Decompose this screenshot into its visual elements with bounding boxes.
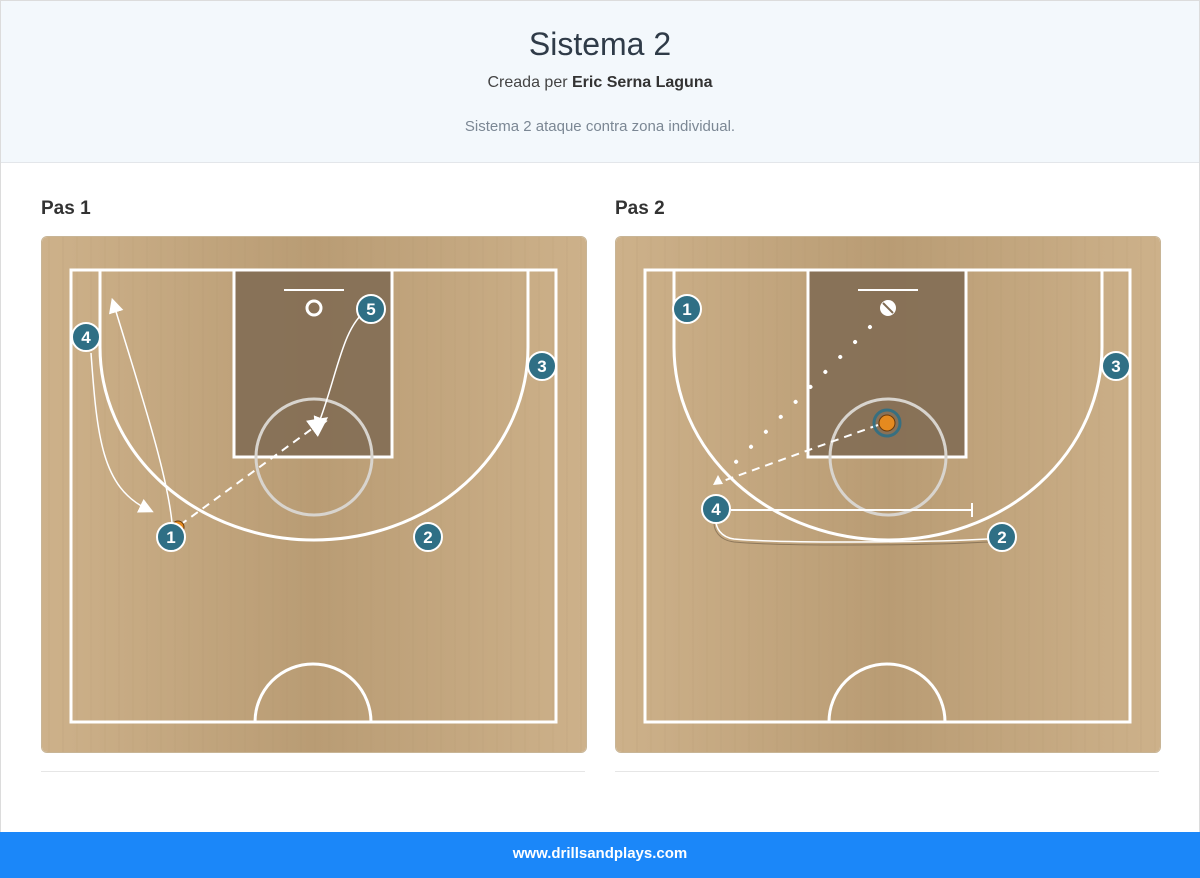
- player-3[interactable]: 3: [1101, 351, 1131, 381]
- player-3[interactable]: 3: [527, 351, 557, 381]
- creator-prefix: Creada per: [487, 74, 568, 91]
- divider: [615, 771, 1159, 772]
- page-header: Sistema 2 Creada per Eric Serna Laguna S…: [1, 1, 1199, 163]
- svg-text:2: 2: [997, 528, 1006, 547]
- player-4[interactable]: 4: [701, 494, 731, 524]
- shot-path: [724, 325, 872, 474]
- player-5[interactable]: 5: [356, 294, 386, 324]
- player-2[interactable]: 2: [413, 522, 443, 552]
- court-diagram: 1 2 3 4: [616, 237, 1160, 752]
- court-lines: [643, 268, 1132, 724]
- step-1-court[interactable]: 1 2 3 4 5: [41, 236, 587, 753]
- svg-text:4: 4: [711, 500, 721, 519]
- svg-text:3: 3: [1111, 357, 1120, 376]
- divider: [41, 771, 585, 772]
- hoop: [305, 299, 323, 317]
- step-2-title: Pas 2: [615, 198, 665, 219]
- page-title: Sistema 2: [528, 26, 672, 62]
- player-4[interactable]: 4: [71, 322, 101, 352]
- svg-text:2: 2: [423, 528, 432, 547]
- footer-link[interactable]: www.drillsandplays.com: [512, 845, 688, 862]
- pass-line: [179, 417, 329, 526]
- player-1[interactable]: 1: [156, 522, 186, 552]
- step-1-title: Pas 1: [41, 198, 91, 219]
- court-diagram: 1 2 3 4 5: [42, 237, 586, 752]
- movement-path: [715, 520, 989, 543]
- free-throw-circle: [254, 397, 374, 517]
- movement-shadow: [713, 522, 989, 546]
- step-2-court[interactable]: 1 2 3 4: [615, 236, 1161, 753]
- svg-text:4: 4: [81, 328, 91, 347]
- player-2[interactable]: 2: [987, 522, 1017, 552]
- play-description: Sistema 2 ataque contra zona individual.: [464, 118, 736, 135]
- player-1[interactable]: 1: [672, 294, 702, 324]
- creator-name[interactable]: Eric Serna Laguna: [572, 74, 713, 91]
- svg-text:1: 1: [682, 300, 691, 319]
- creator-line: Creada per Eric Serna Laguna: [1, 74, 1199, 92]
- pass-arrowhead: [713, 475, 723, 485]
- shot-mark: [882, 302, 894, 314]
- svg-text:5: 5: [366, 300, 375, 319]
- free-throw-circle: [828, 397, 948, 517]
- cut-path: [90, 352, 154, 513]
- footer-bar: www.drillsandplays.com: [0, 832, 1200, 878]
- svg-text:3: 3: [537, 357, 546, 376]
- svg-text:1: 1: [166, 528, 175, 547]
- ball-icon: [878, 414, 896, 432]
- cut-path: [109, 297, 174, 538]
- player-5-with-ball[interactable]: [872, 408, 902, 438]
